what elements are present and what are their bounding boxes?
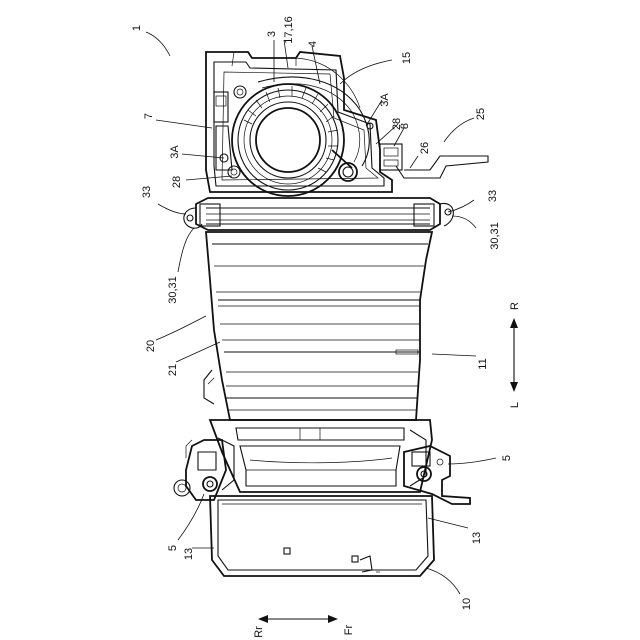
label-10: 10 — [461, 598, 473, 610]
cross-rail — [184, 198, 454, 230]
label-13-right: 13 — [471, 532, 483, 544]
label-17-16: 17,16 — [283, 16, 295, 44]
label-33-left: 33 — [141, 186, 153, 198]
lower-left-bracket — [174, 440, 226, 500]
label-33-right: 33 — [487, 190, 499, 202]
label-5-right: 5 — [501, 455, 513, 461]
label-3A-right: 3A — [379, 93, 391, 107]
label-Rr: Rr — [253, 626, 265, 638]
label-26: 26 — [419, 142, 431, 154]
label-5-left: 5 — [167, 545, 179, 551]
label-R: R — [509, 302, 521, 310]
label-3: 3 — [266, 31, 278, 37]
reference-labels: 1 3 17,16 4 15 7 3A 3A 28 8 26 25 28 33 … — [131, 16, 521, 638]
leader-lines — [146, 32, 496, 594]
label-7: 7 — [143, 113, 155, 119]
label-20: 20 — [145, 340, 157, 352]
label-1: 1 — [131, 25, 143, 31]
bottom-tray — [210, 496, 434, 576]
label-3A-left: 3A — [169, 145, 181, 159]
direction-arrow-L-R — [510, 318, 518, 392]
label-21: 21 — [167, 364, 179, 376]
label-4: 4 — [307, 41, 319, 47]
label-Fr: Fr — [343, 624, 355, 635]
direction-arrow-Rr-Fr — [258, 615, 338, 623]
label-30-31-right: 30,31 — [489, 222, 501, 250]
label-L: L — [509, 402, 521, 408]
lower-cavity — [210, 420, 432, 492]
label-30-31-left: 30,31 — [167, 276, 179, 304]
label-8: 8 — [399, 123, 411, 129]
right-bracket — [332, 123, 488, 181]
left-bracket — [214, 86, 246, 178]
label-13-left: 13 — [183, 548, 195, 560]
label-15: 15 — [401, 52, 413, 64]
label-28-left: 28 — [171, 176, 183, 188]
main-body — [204, 232, 432, 420]
label-11: 11 — [477, 358, 489, 369]
label-25: 25 — [475, 108, 487, 120]
